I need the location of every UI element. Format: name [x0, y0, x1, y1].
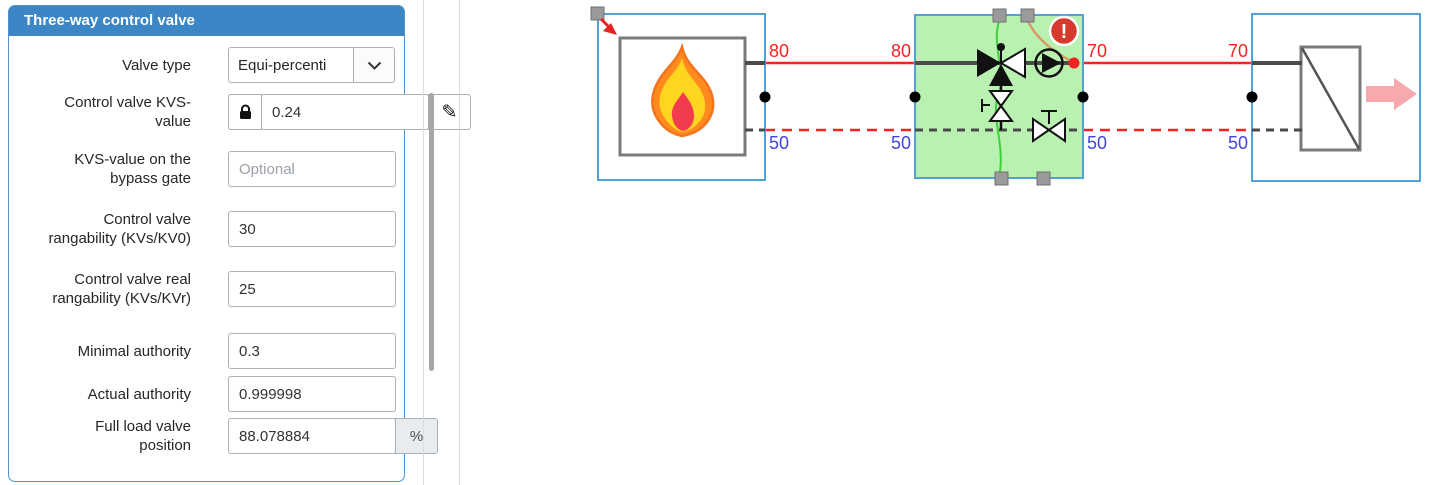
connection-dot[interactable] [1077, 91, 1089, 103]
heat-exchanger-icon [1299, 45, 1362, 152]
lock-button[interactable] [228, 94, 262, 130]
kvs-row: Control valve KVS- value ✎ [19, 94, 471, 130]
heat-source-block[interactable] [590, 6, 771, 181]
panel-title: Three-way control valve [9, 6, 404, 36]
bypass-valve-icon [981, 86, 1014, 130]
resize-handle-icon[interactable] [994, 171, 1009, 186]
resize-arrow-icon [599, 17, 617, 35]
balancing-valve-icon [1032, 110, 1066, 143]
percent-addon: % [395, 418, 438, 454]
temp-label-return: 50 [891, 133, 911, 153]
lock-icon [239, 104, 251, 119]
error-icon[interactable]: ! [1048, 15, 1080, 47]
actual-authority-row: Actual authority [19, 376, 396, 412]
resize-handle-icon[interactable] [992, 8, 1007, 23]
temp-label-return: 50 [1087, 133, 1107, 153]
valve-type-label: Valve type [122, 56, 191, 74]
temp-label-supply: 80 [891, 41, 911, 61]
temp-label-return: 50 [769, 133, 789, 153]
valve-type-row: Valve type Equi-percenti [19, 47, 395, 83]
pump-icon [1034, 48, 1064, 78]
temp-label-return: 50 [1228, 133, 1248, 153]
bypass-kvs-row: KVS-value on the bypass gate [19, 151, 396, 187]
flame-icon [651, 42, 715, 138]
full-load-label: Full load valve position [95, 418, 191, 454]
temp-label-supply: 70 [1087, 41, 1107, 61]
control-valve-block[interactable]: ! [909, 8, 1089, 186]
panel-scrollbar-thumb[interactable] [429, 93, 434, 371]
connection-dot[interactable] [759, 91, 771, 103]
heat-output-arrow-icon [1366, 78, 1417, 110]
connection-dot[interactable] [909, 91, 921, 103]
error-badge-text: ! [1061, 21, 1068, 43]
full-load-input[interactable] [228, 418, 396, 454]
full-load-row: Full load valve position % [19, 418, 438, 454]
properties-panel: Three-way control valve Valve type Equi-… [8, 5, 471, 482]
sensor-line [1026, 20, 1072, 63]
three-way-valve-icon [977, 43, 1026, 86]
panel-divider [423, 0, 424, 485]
resize-handle-icon[interactable] [1036, 171, 1051, 186]
bypass-kvs-label: KVS-value on the bypass gate [74, 151, 191, 187]
consumer-block[interactable] [1246, 13, 1421, 182]
real-rangability-input[interactable] [228, 271, 396, 307]
real-rangability-label: Control valve real rangability (KVs/KVr) [52, 271, 191, 307]
sensor-point [1068, 57, 1080, 69]
rangability-input[interactable] [228, 211, 396, 247]
real-rangability-row: Control valve real rangability (KVs/KVr) [19, 271, 396, 307]
kvs-input[interactable] [261, 94, 429, 130]
bypass-kvs-input[interactable] [228, 151, 396, 187]
rangability-label: Control valve rangability (KVs/KV0) [48, 211, 191, 247]
valve-type-dropdown-button[interactable] [353, 47, 395, 83]
temp-label-supply: 70 [1228, 41, 1248, 61]
chevron-down-icon [367, 61, 381, 70]
valve-type-select[interactable]: Equi-percenti [228, 47, 354, 83]
actual-authority-label: Actual authority [87, 385, 191, 403]
schematic-canvas[interactable]: ! 80 80 70 70 50 50 50 50 [460, 0, 1434, 485]
actual-authority-input[interactable] [228, 376, 396, 412]
min-authority-label: Minimal authority [77, 342, 191, 360]
resize-handle-icon[interactable] [1020, 8, 1035, 23]
canvas-divider [459, 0, 460, 485]
kvs-label: Control valve KVS- value [64, 94, 191, 130]
rangability-row: Control valve rangability (KVs/KV0) [19, 211, 396, 247]
temp-label-supply: 80 [769, 41, 789, 61]
connection-dot[interactable] [1246, 91, 1258, 103]
min-authority-input[interactable] [228, 333, 396, 369]
edit-button[interactable]: ✎ [428, 94, 471, 130]
min-authority-row: Minimal authority [19, 333, 396, 369]
pencil-icon: ✎ [441, 101, 458, 123]
resize-handle-icon[interactable] [590, 6, 605, 21]
